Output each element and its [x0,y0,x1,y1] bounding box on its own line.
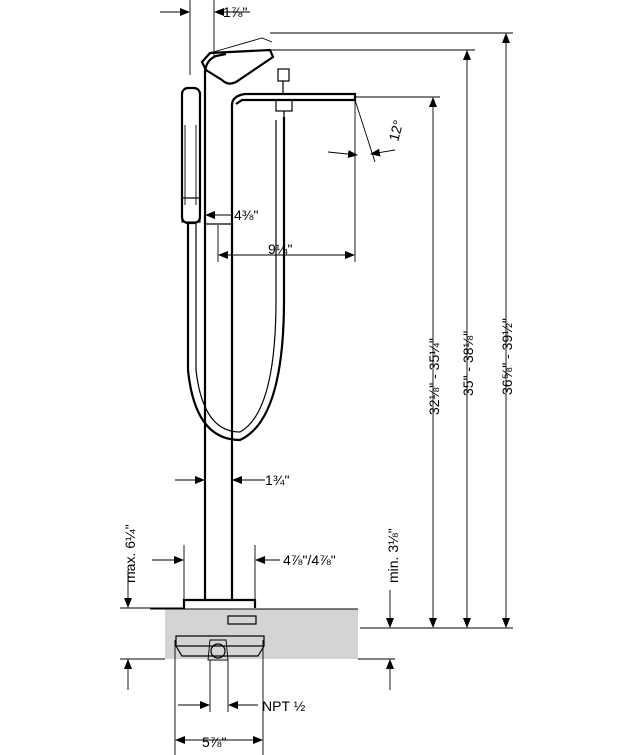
floor-fill [165,609,358,659]
dim-escutcheon: 4⅞"/4⅞" [283,552,336,568]
dim-min-floor: min. 3⅛" [385,528,401,583]
dimension-arrows [124,8,510,744]
hand-shower [180,86,286,442]
dim-base-width: 5⅞" [202,734,226,750]
dim-angle: 12° [385,118,406,143]
faucet-body [175,37,357,661]
dimension-labels: 1⅞" 12° 4⅜" 9¼" 32⅛" - 35¼" 35" - 38⅛" 3… [122,4,515,750]
dim-height-handle: 35" - 38⅛" [460,331,476,396]
dim-height-total: 36⅝" - 39½" [499,318,515,395]
dim-max-floor: max. 6¼" [122,524,138,583]
dim-spout-reach: 9¼" [268,241,292,257]
dim-top-offset: 1⅞" [223,4,247,20]
dim-height-spout: 32⅛" - 35¼" [426,338,442,415]
dim-column-diameter: 1¾" [265,472,289,488]
dim-thread: NPT ½ [262,698,306,714]
dim-handshower-offset: 4⅜" [234,207,258,223]
